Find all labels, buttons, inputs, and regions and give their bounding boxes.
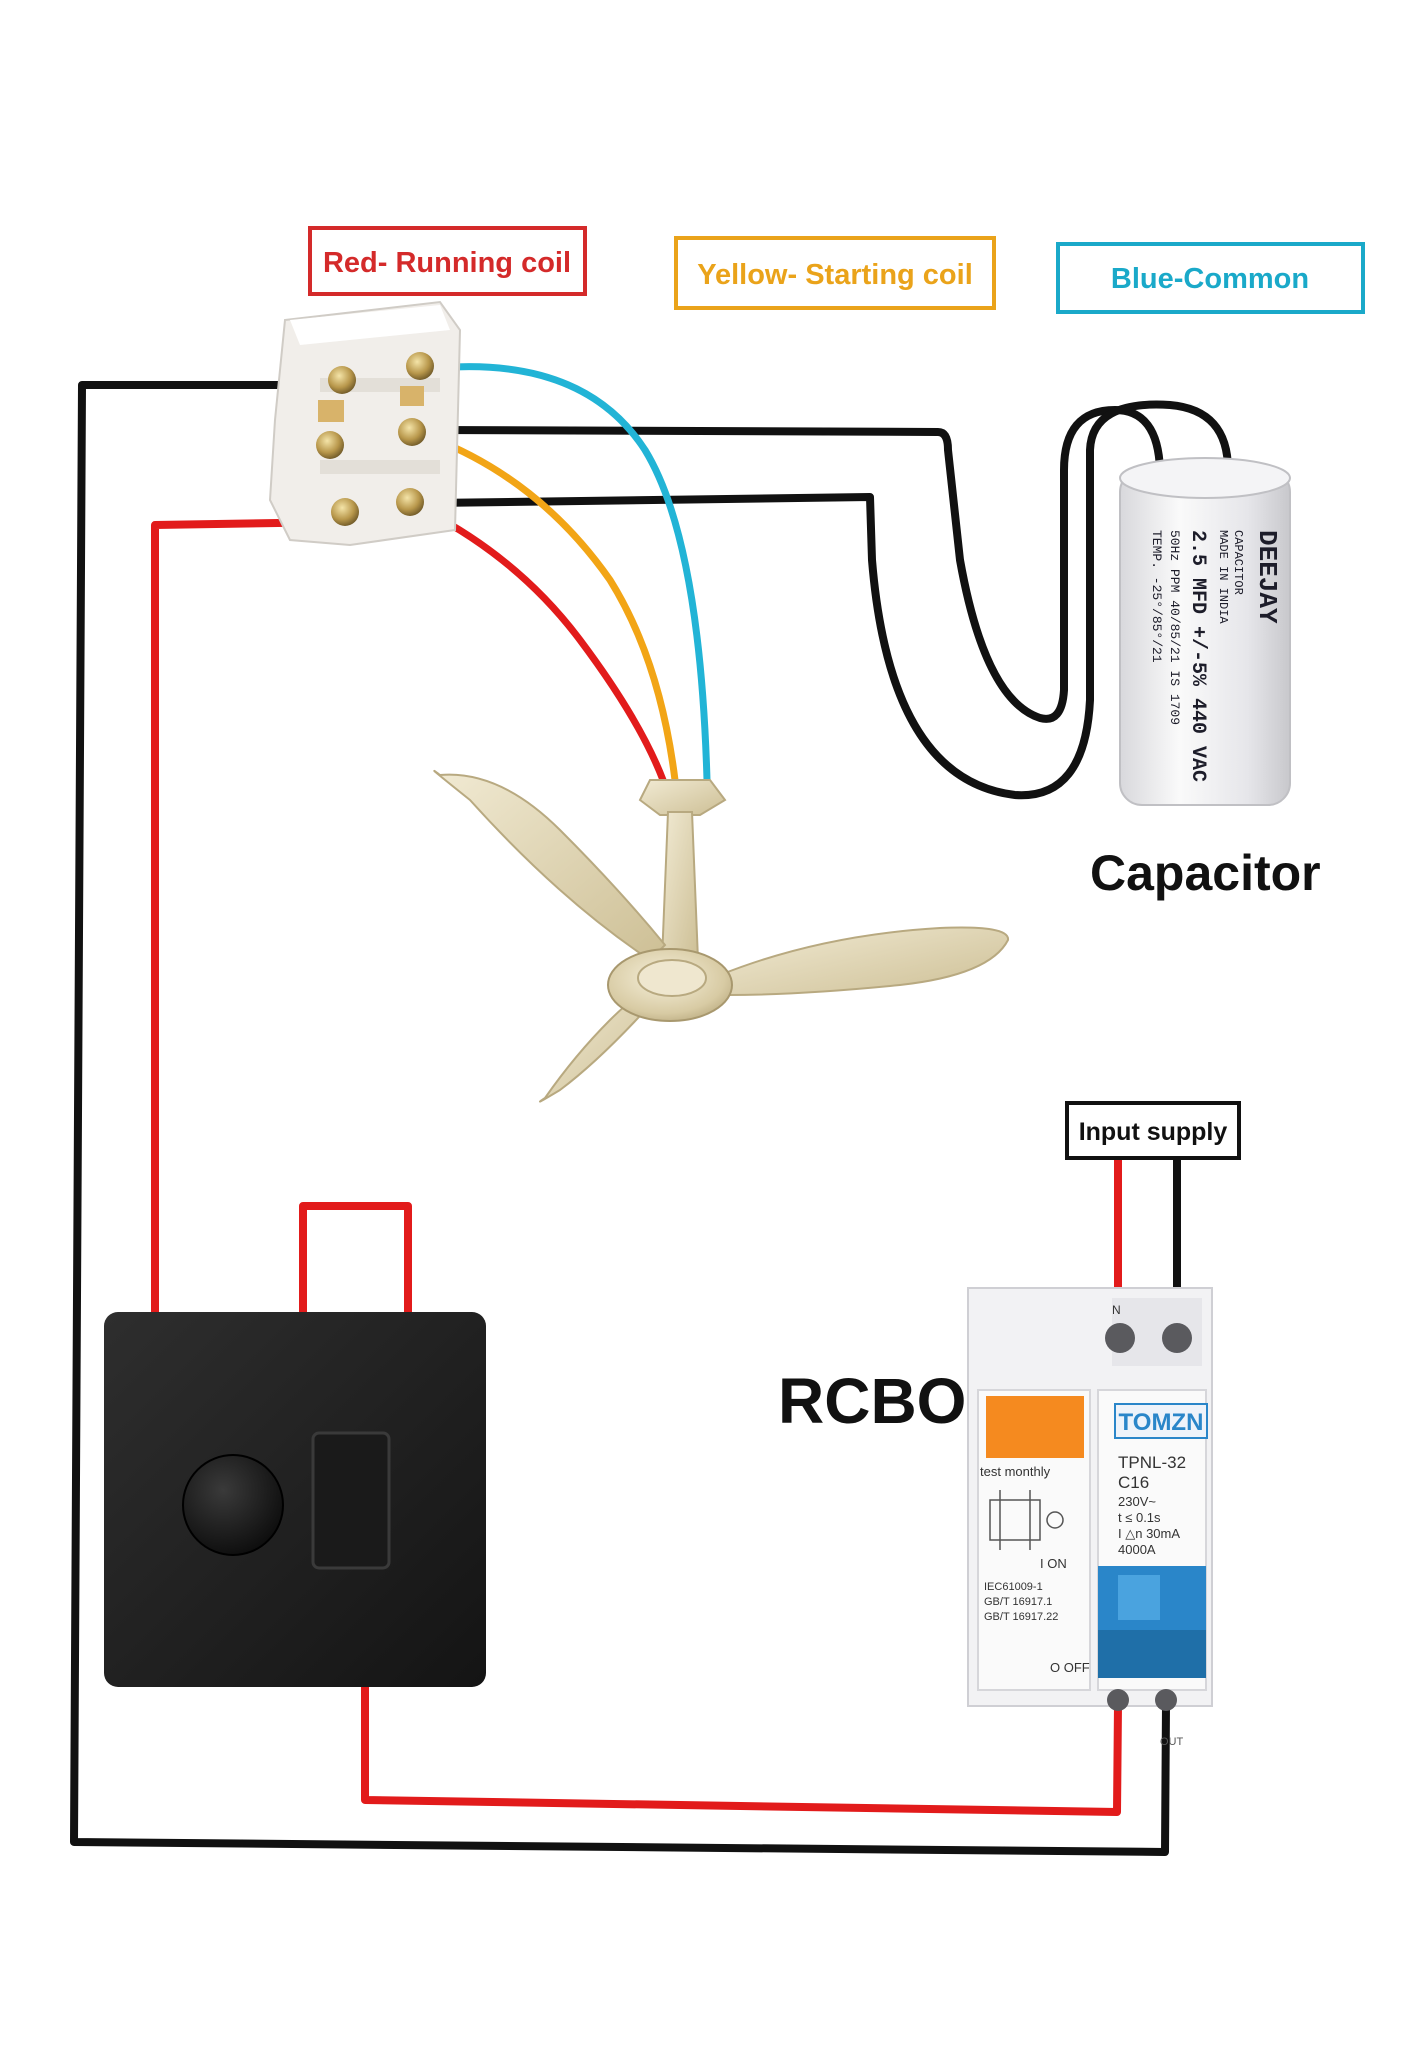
capacitor-line6: TEMP. -25°/85°/21 <box>1149 530 1164 663</box>
black-wire-terminal-to-capacitor-a <box>428 406 1164 723</box>
red-wire-running-coil <box>424 508 667 784</box>
rcbo-trip-time: t ≤ 0.1s <box>1118 1510 1161 1525</box>
red-wire-switch-jumper <box>299 1202 412 1322</box>
switch-rocker[interactable] <box>311 1431 391 1570</box>
fan-blade-1 <box>433 770 667 962</box>
label-blue-common: Blue-Common <box>1056 242 1365 314</box>
label-red-running-coil: Red- Running coil <box>308 226 587 296</box>
rcbo-sensitivity: I △n 30mA <box>1118 1526 1180 1541</box>
label-text-red: Red- Running coil <box>323 247 571 279</box>
wall-switch <box>104 1312 486 1687</box>
rcbo-test-text: test monthly <box>980 1464 1051 1479</box>
capacitor-line5: 50Hz PPM 40/85/21 IS 1709 <box>1167 530 1182 725</box>
terminal-screws <box>316 352 434 526</box>
capacitor-brand: DEEJAY <box>1252 530 1282 624</box>
yellow-wire-starting-coil <box>428 434 679 784</box>
rcbo-output-screw-l <box>1107 1689 1129 1711</box>
rcbo-voltage: 230V~ <box>1118 1494 1156 1509</box>
black-wire-terminal-to-capacitor-b <box>428 400 1232 800</box>
capacitor-line3: MADE IN INDIA <box>1216 530 1230 624</box>
rcbo-capacity: 4000A <box>1118 1542 1156 1557</box>
label-yellow-starting-coil: Yellow- Starting coil <box>674 236 996 310</box>
rcbo-label: RCBO <box>778 1365 966 1437</box>
rcbo-std1: IEC61009-1 <box>984 1581 1043 1593</box>
terminal-block <box>268 300 462 547</box>
fan-blade-2 <box>718 926 1009 997</box>
rcbo-off-text: O OFF <box>1050 1660 1090 1675</box>
fan-regulator-knob[interactable] <box>182 1454 284 1556</box>
rcbo-input-screw-n <box>1162 1323 1192 1353</box>
capacitor-rating: 2.5 MFD +/-5% 440 VAC <box>1186 530 1209 782</box>
rcbo-output-screw-n <box>1155 1689 1177 1711</box>
capacitor: DEEJAY CAPACITOR MADE IN INDIA 2.5 MFD +… <box>1119 457 1291 806</box>
label-text-blue: Blue-Common <box>1111 263 1309 295</box>
rcbo-n-mark: N <box>1112 1303 1121 1317</box>
rcbo-out-text: OUT <box>1160 1736 1184 1748</box>
ceiling-fan <box>433 770 1009 1103</box>
red-wire-switch-to-rcbo <box>361 1678 1122 1816</box>
rcbo-input-screw-l <box>1105 1323 1135 1353</box>
rcbo-rating: C16 <box>1118 1473 1149 1492</box>
rcbo-model: TPNL-32 <box>1118 1453 1186 1472</box>
rcbo-brand: TOMZN <box>1119 1409 1204 1436</box>
label-text-yellow: Yellow- Starting coil <box>697 259 973 291</box>
blue-wire-common <box>414 363 711 784</box>
label-text-input-supply: Input supply <box>1079 1118 1228 1146</box>
red-wire-terminal-to-switch <box>151 518 346 1322</box>
wires <box>70 363 1232 1856</box>
black-wire-neutral-loop <box>70 381 1170 1856</box>
capacitor-label: Capacitor <box>1090 845 1321 901</box>
rcbo-schematic <box>989 1490 1064 1550</box>
label-input-supply: Input supply <box>1065 1101 1241 1160</box>
rcbo-std3: GB/T 16917.22 <box>984 1611 1058 1623</box>
rcbo-device: N test monthly I ON IEC61009-1 GB/T 1691… <box>967 1287 1213 1748</box>
rcbo-on-text: I ON <box>1040 1556 1067 1571</box>
rcbo-std2: GB/T 16917.1 <box>984 1596 1052 1608</box>
capacitor-line2: CAPACITOR <box>1231 530 1245 595</box>
rcbo-test-button[interactable] <box>986 1396 1084 1458</box>
